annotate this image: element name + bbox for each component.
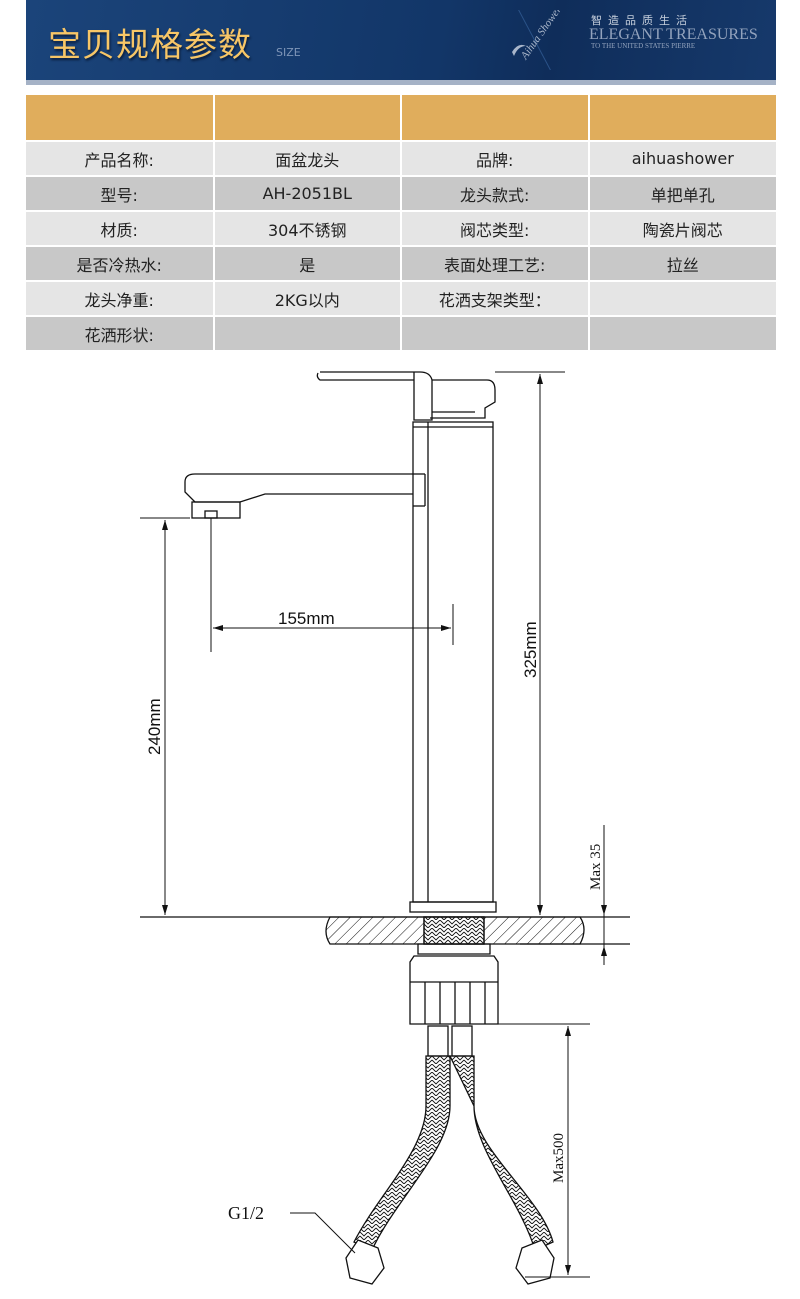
dimension-arrows bbox=[162, 374, 607, 1275]
spec-label bbox=[400, 316, 589, 352]
header-banner: 宝贝规格参数 SIZE Aihua Shower 智造品质生活 ELEGANT … bbox=[26, 0, 776, 80]
page-title: 宝贝规格参数 bbox=[48, 25, 252, 64]
spec-label: 阀芯类型: bbox=[400, 211, 589, 247]
dimension-lines bbox=[140, 371, 605, 1278]
spec-value: 是 bbox=[212, 246, 401, 282]
supply-hoses bbox=[345, 1025, 555, 1285]
hose-length-label: Max500 bbox=[551, 1133, 567, 1183]
faucet-dimension-drawing: 155mm 240mm 325mm Max 35 Max500 G1/2 bbox=[140, 371, 630, 1285]
spout-height-label: 240mm bbox=[145, 698, 164, 755]
svg-text:Aihua Shower: Aihua Shower bbox=[518, 10, 564, 63]
spec-value: 304不锈钢 bbox=[212, 211, 401, 247]
table-row: 产品名称:面盆龙头品牌:aihuashower bbox=[26, 141, 776, 177]
spec-label: 型号: bbox=[26, 176, 214, 212]
spec-value bbox=[587, 281, 776, 317]
spec-label: 龙头净重: bbox=[26, 281, 214, 317]
spec-label: 表面处理工艺: bbox=[400, 246, 589, 282]
faucet-body bbox=[409, 421, 497, 913]
spec-label: 龙头款式: bbox=[400, 176, 589, 212]
page-subtitle: SIZE bbox=[276, 46, 301, 59]
spec-value: AH-2051BL bbox=[212, 176, 401, 212]
spec-value: 陶瓷片阀芯 bbox=[587, 211, 776, 247]
brand-logo: Aihua Shower bbox=[512, 10, 564, 70]
reach-label: 155mm bbox=[278, 609, 335, 628]
table-row: 是否冷热水:是表面处理工艺:拉丝 bbox=[26, 246, 776, 282]
spec-label: 是否冷热水: bbox=[26, 246, 214, 282]
table-row: 龙头净重:2KG以内花洒支架类型： bbox=[26, 281, 776, 317]
spec-label: 材质: bbox=[26, 211, 214, 247]
spec-value: 面盆龙头 bbox=[212, 141, 401, 177]
faucet-spout bbox=[184, 473, 426, 519]
spec-value bbox=[212, 316, 401, 352]
thread-label: G1/2 bbox=[228, 1203, 264, 1223]
table-row: 花洒形状: bbox=[26, 316, 776, 352]
spec-value bbox=[587, 316, 776, 352]
total-height-label: 325mm bbox=[521, 621, 540, 678]
spec-value: 2KG以内 bbox=[212, 281, 401, 317]
slogan-english: ELEGANT TREASURES bbox=[589, 26, 758, 43]
spec-value: 拉丝 bbox=[587, 246, 776, 282]
countertop-section bbox=[140, 916, 630, 945]
spec-label: 产品名称: bbox=[26, 141, 214, 177]
deck-thickness-label: Max 35 bbox=[588, 844, 604, 890]
spec-label: 花洒支架类型： bbox=[400, 281, 589, 317]
mounting-nut bbox=[409, 943, 499, 1025]
spec-value: 单把单孔 bbox=[587, 176, 776, 212]
banner-stripe bbox=[26, 80, 776, 85]
table-row: 材质:304不锈钢阀芯类型:陶瓷片阀芯 bbox=[26, 211, 776, 247]
spec-label: 花洒形状: bbox=[26, 316, 214, 352]
spec-label: 品牌: bbox=[400, 141, 589, 177]
slogan-chinese: 智造品质生活 bbox=[591, 14, 693, 27]
spec-value: aihuashower bbox=[587, 141, 776, 177]
slogan-subline: TO THE UNITED STATES PIERRE bbox=[591, 42, 696, 50]
faucet-handle bbox=[316, 371, 496, 421]
table-header-row bbox=[26, 95, 776, 142]
